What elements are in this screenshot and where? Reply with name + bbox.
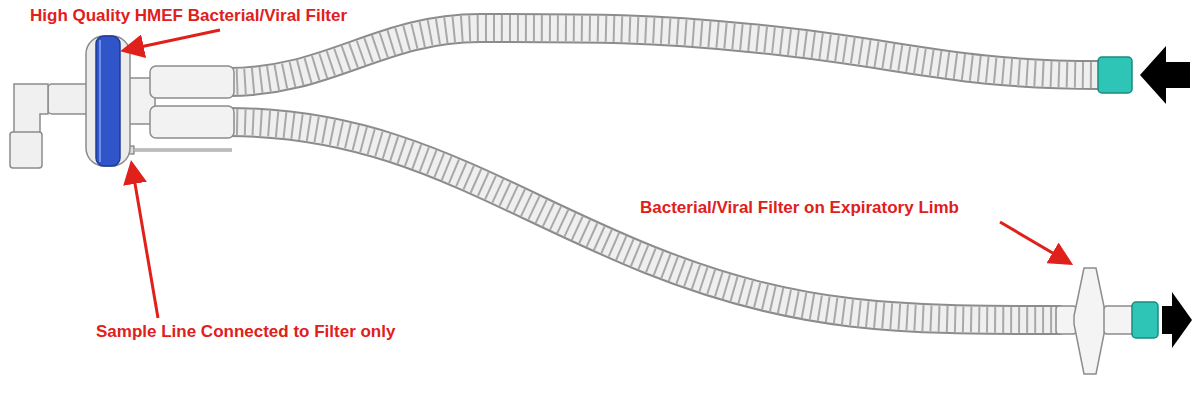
expiratory-filter — [1056, 268, 1134, 374]
flow-arrow — [1140, 46, 1190, 104]
expiratory-tube — [228, 122, 1062, 320]
sample-line — [124, 146, 232, 154]
teal-connector — [1132, 302, 1158, 338]
leader-arrow — [126, 30, 220, 50]
teal-connector — [1098, 57, 1132, 93]
callout-label: High Quality HMEF Bacterial/Viral Filter — [30, 6, 347, 26]
elbow-connector — [10, 84, 98, 168]
leader-arrow — [1000, 222, 1068, 262]
y-piece — [125, 66, 234, 138]
callout-label: Sample Line Connected to Filter only — [96, 322, 395, 342]
leader-arrow — [132, 166, 158, 318]
inspiratory-tube — [228, 28, 1100, 82]
hmef-filter — [86, 36, 130, 166]
callout-label: Bacterial/Viral Filter on Expiratory Lim… — [640, 198, 959, 218]
flow-arrow — [1162, 292, 1192, 348]
